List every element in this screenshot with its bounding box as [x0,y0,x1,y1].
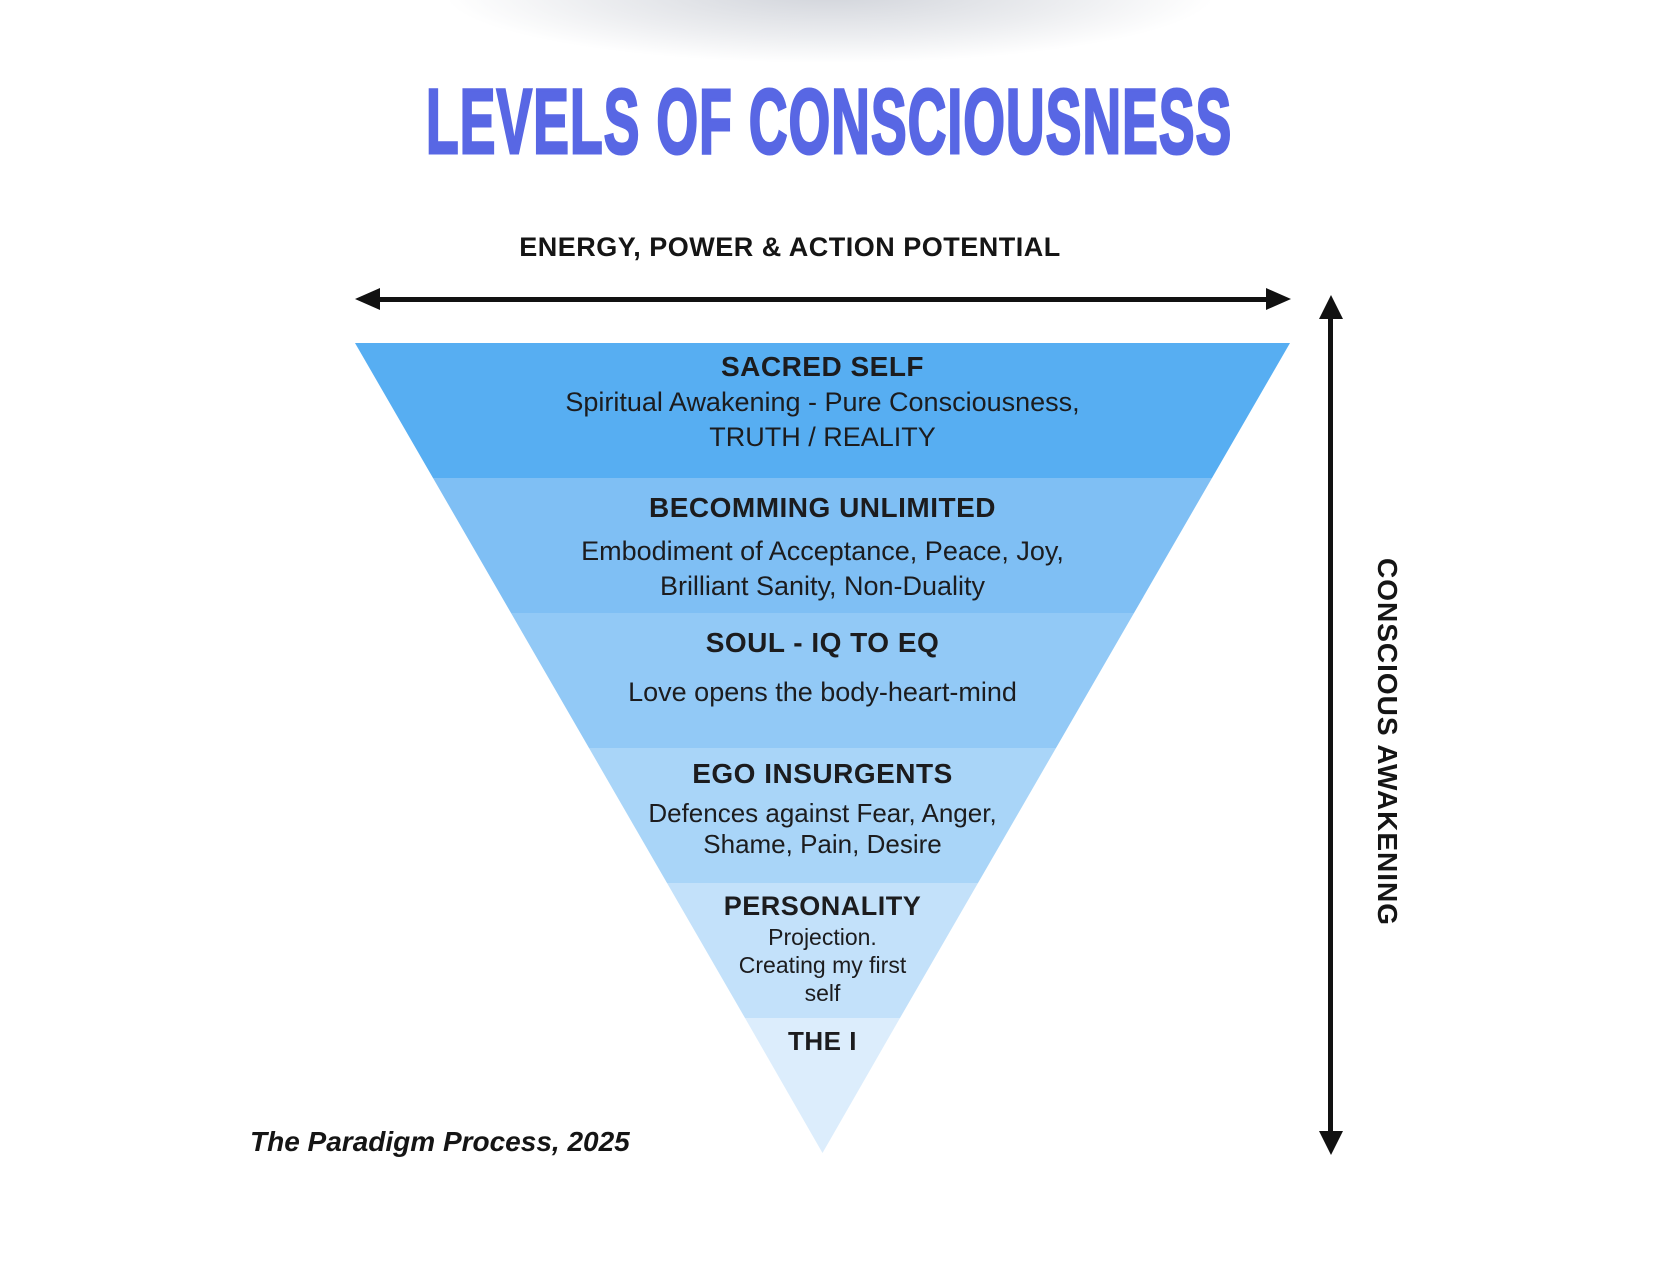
level-description-line: Defences against Fear, Anger, [648,798,997,828]
pyramid-level-2-shape [433,478,1212,613]
page-title-text: LEVELS OF CONSCIOUSNESS [425,71,1233,173]
horizontal-double-arrow [355,288,1291,310]
top-edge-shadow [450,0,1210,62]
pyramid-level-2-text: BECOMMING UNLIMITED Embodiment of Accept… [355,490,1290,604]
level-description-line: self [804,980,841,1006]
consciousness-pyramid: SACRED SELF Spiritual Awakening - Pure C… [355,343,1290,1153]
level-description-line: TRUTH / REALITY [709,422,936,452]
pyramid-level-3-text: SOUL - IQ TO EQ Love opens the body-hear… [355,625,1290,710]
level-description-line: Projection. [768,924,877,950]
level-description-line: Embodiment of Acceptance, Peace, Joy, [581,536,1064,566]
pyramid-level-1-shape [355,343,1290,478]
pyramid-level-5-text: PERSONALITY Projection. Creating my firs… [355,890,1290,1007]
attribution: The Paradigm Process, 2025 [250,1126,630,1157]
vertical-axis-label: CONSCIOUS AWAKENING [1372,558,1403,926]
level-title: EGO INSURGENTS [692,758,953,789]
level-title: PERSONALITY [723,891,922,921]
level-title: BECOMMING UNLIMITED [648,492,997,523]
vertical-double-arrow [1318,295,1343,1155]
horizontal-axis-label: ENERGY, POWER & ACTION POTENTIAL [519,232,1061,262]
pyramid-level-1-text: SACRED SELF Spiritual Awakening - Pure C… [355,349,1290,455]
level-description-line: Creating my first [738,952,907,978]
level-description-line: Spiritual Awakening - Pure Consciousness… [565,387,1080,417]
level-description-line: Shame, Pain, Desire [703,829,942,859]
level-title: SACRED SELF [720,351,925,382]
pyramid-level-4-text: EGO INSURGENTS Defences against Fear, An… [355,756,1290,860]
pyramid-level-4-shape [589,748,1056,883]
level-description-line: Brilliant Sanity, Non-Duality [659,571,986,601]
level-title: THE I [788,1026,857,1056]
level-title: SOUL - IQ TO EQ [705,627,940,658]
pyramid-level-3-shape [511,613,1134,748]
pyramid-level-6-text: THE I [355,1025,1290,1057]
page-title: LEVELS OF CONSCIOUSNESS [0,71,1658,190]
level-description-line: Love opens the body-heart-mind [628,677,1017,707]
